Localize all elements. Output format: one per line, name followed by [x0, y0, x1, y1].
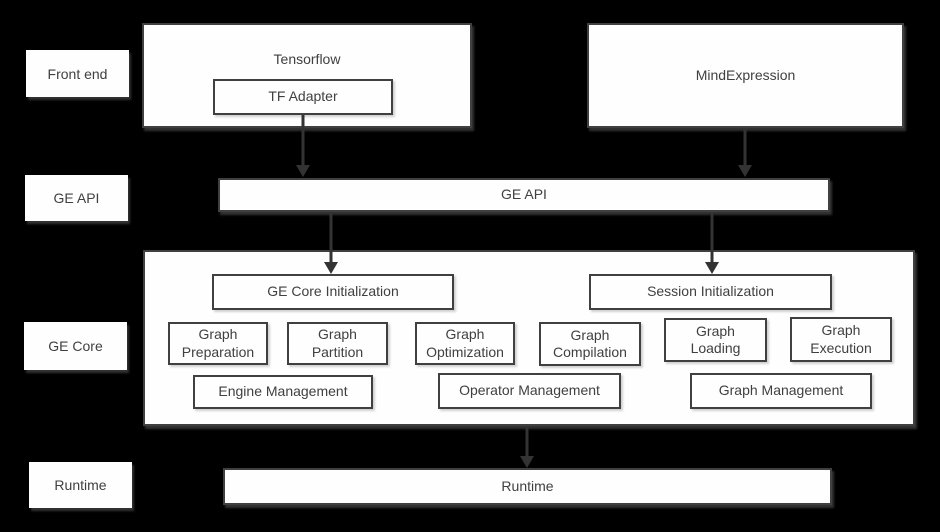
- graph-execution-box: Graph Execution: [790, 317, 892, 362]
- arrow-ge-core-to-runtime: [520, 426, 534, 468]
- row-label-runtime: Runtime: [29, 462, 132, 508]
- session-initialization-box: Session Initialization: [589, 274, 832, 310]
- graph-compilation-box: Graph Compilation: [539, 322, 641, 366]
- row-label-ge-api: GE API: [25, 175, 128, 221]
- arrow-ge-api-to-session-initialization: [705, 212, 719, 274]
- graph-optimization-box: Graph Optimization: [415, 322, 515, 365]
- arrow-tf-adapter-to-ge-api: [296, 115, 310, 177]
- arrow-ge-api-to-ge-core-initialization: [324, 212, 338, 274]
- graph-partition-box: Graph Partition: [287, 322, 388, 365]
- tensorflow-title: Tensorflow: [273, 51, 341, 67]
- graph-loading-box: Graph Loading: [664, 318, 767, 362]
- runtime-bar: Runtime: [223, 468, 832, 505]
- ge-api-bar: GE API: [218, 178, 830, 212]
- row-label-ge-core: GE Core: [24, 322, 127, 370]
- arrow-mindexpression-to-ge-api: [738, 128, 752, 177]
- graph-preparation-box: Graph Preparation: [168, 322, 268, 365]
- mindexpression-box: MindExpression: [587, 23, 904, 128]
- operator-management-box: Operator Management: [438, 373, 621, 409]
- graph-management-box: Graph Management: [690, 373, 872, 409]
- row-label-front-end: Front end: [26, 50, 129, 97]
- ge-core-initialization-box: GE Core Initialization: [212, 274, 454, 310]
- engine-management-box: Engine Management: [193, 375, 373, 409]
- tf-adapter-box: TF Adapter: [213, 79, 393, 115]
